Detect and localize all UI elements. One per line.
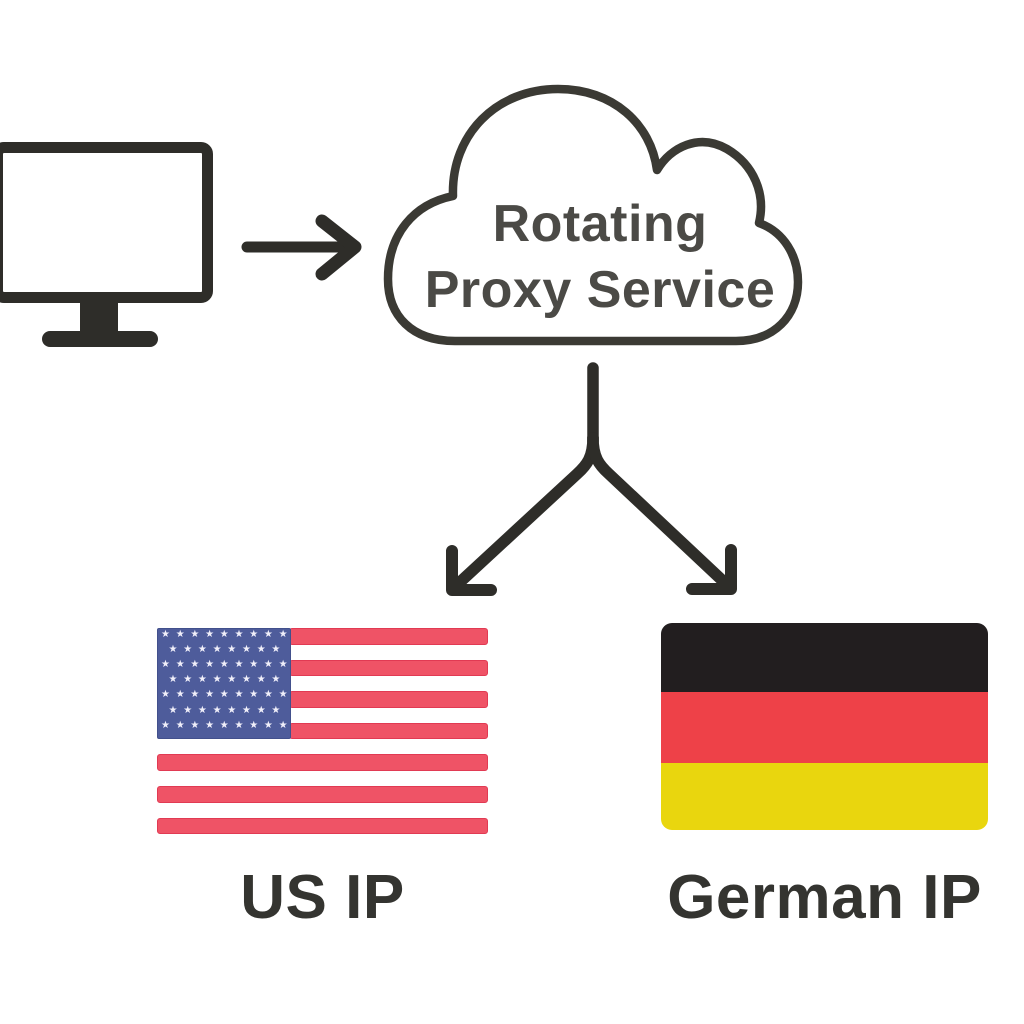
split-arrow-icon xyxy=(446,362,737,596)
german-flag-red-band xyxy=(661,692,988,763)
star-icon: ★ xyxy=(234,689,244,701)
star-icon: ★ xyxy=(175,659,185,671)
star-icon: ★ xyxy=(234,629,244,640)
monitor-screen xyxy=(0,142,213,303)
star-icon: ★ xyxy=(168,704,178,716)
cloud-shape xyxy=(383,84,803,346)
us-flag-stripe xyxy=(157,817,488,835)
star-icon: ★ xyxy=(175,629,185,640)
monitor-base xyxy=(42,331,158,347)
star-icon: ★ xyxy=(190,689,200,701)
star-icon: ★ xyxy=(271,644,281,656)
star-icon: ★ xyxy=(197,704,207,716)
star-icon: ★ xyxy=(212,704,222,716)
star-icon: ★ xyxy=(205,689,215,701)
german-flag-gold-band xyxy=(661,763,988,830)
star-icon: ★ xyxy=(278,659,288,671)
star-icon: ★ xyxy=(227,674,237,686)
us-flag-stripe xyxy=(289,659,488,677)
star-icon: ★ xyxy=(205,659,215,671)
us-flag: ★ ★ ★ ★ ★ ★ ★ ★ ★ ★ ★ ★ ★ ★ ★ ★ ★ ★ ★ ★ ★ ★ ★ ★ ★ ★ ★ ★ ★ ★ ★ ★ ★ ★ ★ ★ ★ ★ ★ ★… xyxy=(157,628,488,835)
star-icon: ★ xyxy=(219,659,229,671)
star-icon: ★ xyxy=(212,674,222,686)
star-icon: ★ xyxy=(256,674,266,686)
us-flag-stripe xyxy=(157,786,488,803)
star-icon: ★ xyxy=(190,719,200,731)
star-icon: ★ xyxy=(219,629,229,640)
star-icon: ★ xyxy=(234,719,244,731)
star-icon: ★ xyxy=(183,644,193,656)
us-flag-stripe xyxy=(157,754,488,771)
star-icon: ★ xyxy=(263,629,273,640)
star-icon: ★ xyxy=(219,719,229,731)
monitor-stand xyxy=(80,299,118,335)
star-icon: ★ xyxy=(278,719,288,731)
star-icon: ★ xyxy=(161,659,170,671)
star-icon: ★ xyxy=(227,704,237,716)
star-icon: ★ xyxy=(161,689,170,701)
star-icon: ★ xyxy=(263,719,273,731)
cloud-label: Rotating Proxy Service xyxy=(400,191,800,323)
cloud-label-line2: Proxy Service xyxy=(424,261,776,319)
star-icon: ★ xyxy=(263,659,273,671)
star-icon: ★ xyxy=(212,644,222,656)
us-ip-label: US IP xyxy=(240,863,405,932)
star-icon: ★ xyxy=(278,629,288,640)
star-icon: ★ xyxy=(278,689,288,701)
star-icon: ★ xyxy=(175,689,185,701)
star-icon: ★ xyxy=(256,704,266,716)
star-icon: ★ xyxy=(219,689,229,701)
us-flag-stripe xyxy=(289,691,488,708)
right-arrow-icon xyxy=(241,214,362,281)
star-icon: ★ xyxy=(183,674,193,686)
star-icon: ★ xyxy=(249,719,259,731)
star-icon: ★ xyxy=(227,644,237,656)
star-icon: ★ xyxy=(190,659,200,671)
us-flag-stripe xyxy=(289,628,488,645)
german-flag-black-band xyxy=(661,623,988,692)
star-icon: ★ xyxy=(183,704,193,716)
cloud-label-line1: Rotating xyxy=(492,195,708,253)
star-icon: ★ xyxy=(271,704,281,716)
star-icon: ★ xyxy=(242,704,251,716)
star-icon: ★ xyxy=(161,629,170,640)
star-icon: ★ xyxy=(175,719,185,731)
star-icon: ★ xyxy=(205,719,215,731)
star-icon: ★ xyxy=(168,644,178,656)
star-icon: ★ xyxy=(205,629,215,640)
us-flag-canton: ★ ★ ★ ★ ★ ★ ★ ★ ★ ★ ★ ★ ★ ★ ★ ★ ★ ★ ★ ★ ★ ★ ★ ★ ★ ★ ★ ★ ★ ★ ★ ★ ★ ★ ★ ★ ★ ★ ★ ★… xyxy=(157,628,291,739)
star-icon: ★ xyxy=(242,644,251,656)
star-icon: ★ xyxy=(161,719,170,731)
german-ip-label: German IP xyxy=(667,863,982,932)
star-icon: ★ xyxy=(168,674,178,686)
star-icon: ★ xyxy=(242,674,251,686)
star-icon: ★ xyxy=(256,644,266,656)
star-icon: ★ xyxy=(234,659,244,671)
star-icon: ★ xyxy=(263,689,273,701)
star-icon: ★ xyxy=(197,674,207,686)
us-flag-stripe xyxy=(289,722,488,740)
star-icon: ★ xyxy=(249,659,259,671)
star-icon: ★ xyxy=(197,644,207,656)
star-icon: ★ xyxy=(249,689,259,701)
german-flag xyxy=(661,623,988,830)
star-icon: ★ xyxy=(271,674,281,686)
star-icon: ★ xyxy=(190,629,200,640)
star-icon: ★ xyxy=(249,629,259,640)
